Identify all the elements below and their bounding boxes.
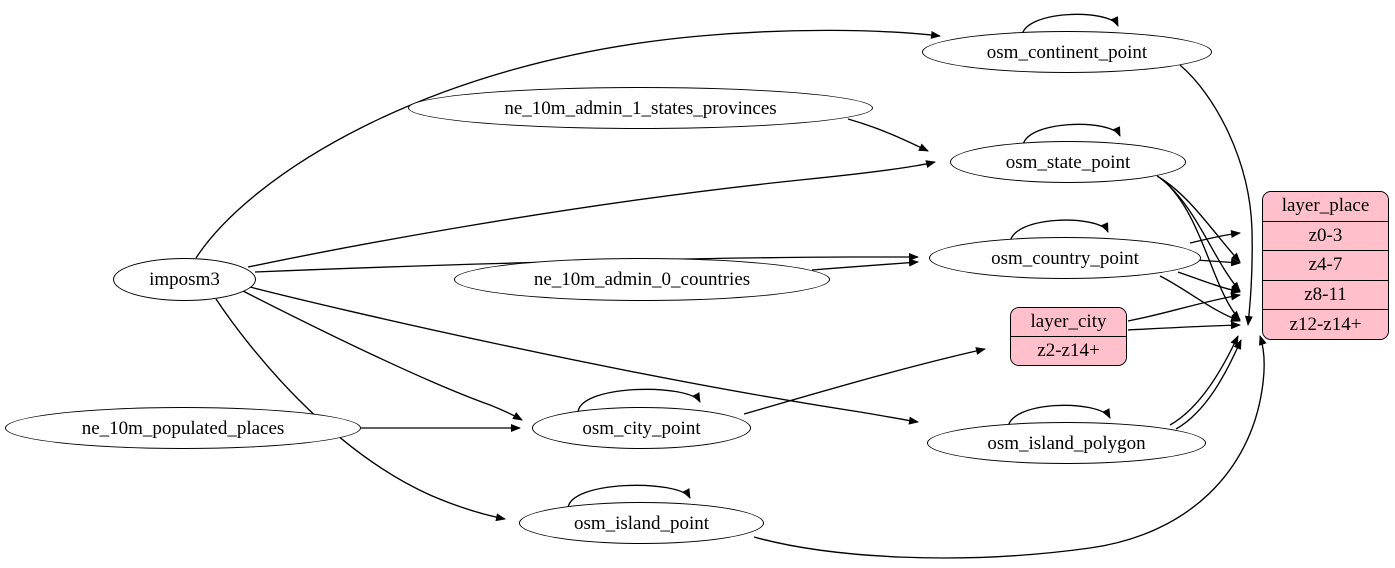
node-label: ne_10m_populated_places [81, 417, 285, 439]
edge-self-loop-osm-country-point [1009, 219, 1109, 246]
layer-place-header: layer_place [1263, 192, 1388, 221]
edge-osm-country-point-layer-place-z8-11 [1177, 271, 1241, 294]
layer-place-row-z4-7[interactable]: z4-7 [1263, 250, 1388, 280]
edge-osm-island-polygon-layer-place-z12-b [1175, 339, 1242, 430]
edge-imposm3-osm-city-point [242, 290, 523, 421]
node-ne-10m-admin-0-countries[interactable]: ne_10m_admin_0_countries [454, 258, 830, 301]
node-osm-city-point[interactable]: osm_city_point [532, 407, 751, 449]
edge-osm-state-point-layer-place-z12-z14 [1162, 179, 1241, 321]
node-osm-continent-point[interactable]: osm_continent_point [922, 31, 1212, 73]
record-row-label: z12-z14+ [1289, 313, 1362, 335]
node-layer-city[interactable]: layer_city z2-z14+ [1010, 307, 1127, 366]
edge-osm-island-point-layer-place-z12 [753, 335, 1267, 559]
node-osm-island-point[interactable]: osm_island_point [519, 502, 764, 544]
node-label: osm_continent_point [986, 41, 1148, 63]
node-label: osm_city_point [582, 417, 701, 439]
edge-self-loop-osm-city-point [577, 388, 701, 415]
record-row-label: layer_city [1030, 311, 1107, 332]
edge-imposm3-osm-state-point [247, 160, 936, 268]
edge-osm-country-point-layer-place-z0-3 [1189, 230, 1241, 244]
record-row-label: z2-z14+ [1037, 340, 1100, 361]
node-label: osm_island_point [573, 512, 710, 534]
record-row-label: z8-11 [1304, 284, 1347, 306]
edge-osm-island-polygon-layer-place-z12 [1169, 335, 1239, 426]
node-ne-10m-admin-1-states-provinces[interactable]: ne_10m_admin_1_states_provinces [408, 87, 873, 129]
edge-layer-city-layer-place-z12-z14 [1127, 321, 1241, 331]
edge-self-loop-osm-island-polygon [1007, 404, 1111, 431]
edge-imposm3-osm-continent-point [195, 29, 941, 259]
node-label: ne_10m_admin_1_states_provinces [504, 97, 777, 119]
edge-osm-state-point-layer-place-z4-7 [1156, 175, 1241, 263]
edge-layer-city-layer-place-z8-11 [1127, 292, 1241, 322]
layer-city-row-z2-z14[interactable]: z2-z14+ [1011, 336, 1126, 365]
edge-osm-continent-point-layer-place-z12 [1179, 64, 1253, 326]
edge-ne-states-osm-state-point [847, 118, 929, 152]
node-imposm3[interactable]: imposm3 [113, 258, 256, 301]
node-layer-place[interactable]: layer_place z0-3 z4-7 z8-11 z12-z14+ [1262, 191, 1389, 340]
edges-group [195, 13, 1267, 559]
edge-ne-countries-osm-country-point [811, 258, 919, 271]
node-label: imposm3 [149, 269, 220, 290]
node-osm-state-point[interactable]: osm_state_point [950, 141, 1186, 183]
node-osm-island-polygon[interactable]: osm_island_polygon [927, 422, 1206, 464]
node-osm-country-point[interactable]: osm_country_point [929, 237, 1201, 279]
edge-self-loop-osm-island-point [567, 484, 691, 511]
node-ne-10m-populated-places[interactable]: ne_10m_populated_places [5, 407, 361, 449]
record-row-label: z0-3 [1308, 224, 1343, 246]
edge-osm-country-point-layer-place-z12-z14 [1159, 275, 1241, 322]
edge-osm-country-point-layer-place-z4-7 [1195, 258, 1241, 267]
edge-self-loop-osm-state-point [1022, 123, 1121, 149]
record-row-label: layer_place [1281, 195, 1370, 217]
edge-self-loop-osm-continent-point [1021, 13, 1119, 39]
edge-imposm3-osm-island-point [215, 298, 506, 522]
node-label: ne_10m_admin_0_countries [533, 269, 751, 290]
node-label: osm_island_polygon [987, 432, 1146, 454]
edge-imposm3-osm-island-polygon [249, 286, 919, 425]
record-row-label: z4-7 [1308, 254, 1343, 276]
layer-place-row-z12-z14[interactable]: z12-z14+ [1263, 309, 1388, 339]
layer-city-header: layer_city [1011, 308, 1126, 336]
edge-osm-city-point-layer-city [743, 347, 986, 415]
node-label: osm_country_point [991, 247, 1139, 269]
layer-place-row-z8-11[interactable]: z8-11 [1263, 279, 1388, 310]
node-label: osm_state_point [1005, 151, 1131, 173]
layer-place-row-z0-3[interactable]: z0-3 [1263, 220, 1388, 251]
